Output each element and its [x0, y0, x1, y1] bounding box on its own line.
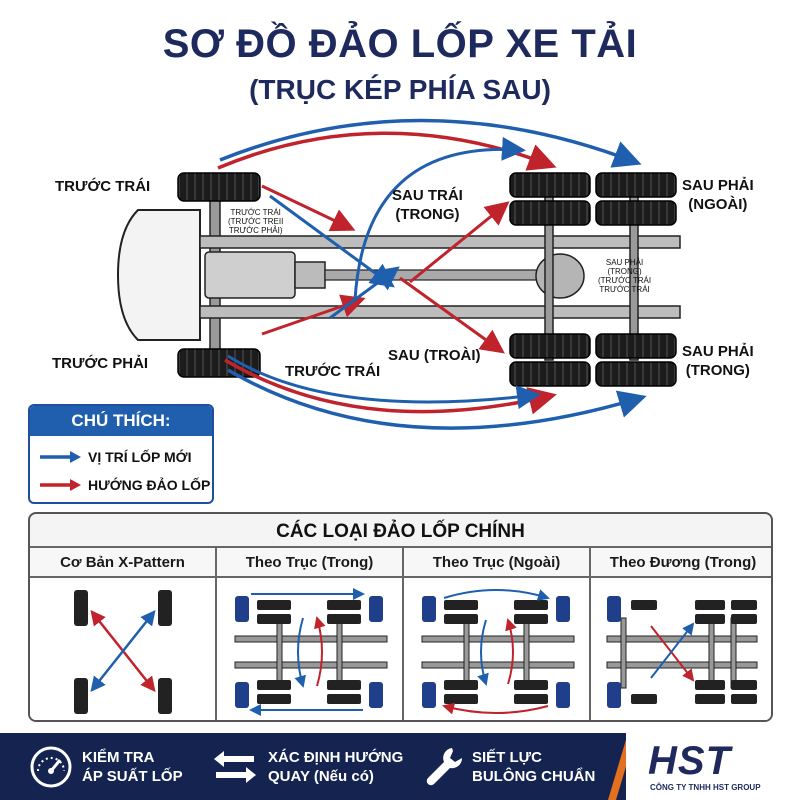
footer-item-check-pressure: KIỂM TRA ÁP SUẤT LỐP: [28, 733, 183, 800]
legend-item-new-position: VỊ TRÍ LỐP MỚI: [38, 446, 191, 468]
page-subtitle: (TRỤC KÉP PHÍA SAU): [249, 74, 551, 105]
company-name: CÔNG TY TNHH HST GROUP: [650, 783, 761, 792]
rotation-type-label: Theo Đương (Trong): [591, 548, 771, 578]
legend-label: HƯỚNG ĐẢO LỐP: [88, 477, 211, 493]
arrow-blue-cross-1: [269, 194, 395, 288]
arrow-blue-top: [219, 118, 642, 168]
arrow-red-cross-2: [409, 201, 510, 284]
legend-label: VỊ TRÍ LỐP MỚI: [88, 449, 192, 465]
tire-rear-top-4: [595, 200, 677, 226]
red-arrow-icon: [40, 479, 81, 491]
tire-rear-bottom-3: [595, 333, 677, 359]
tire-rear-bottom-4: [595, 361, 677, 387]
frame-rail-top: [199, 235, 681, 249]
gauge-icon: [30, 746, 72, 787]
rotation-type-label: Theo Trục (Ngoài): [404, 548, 589, 578]
tire-rear-top-3: [595, 172, 677, 198]
tire-rear-bottom-2: [509, 361, 591, 387]
label-rear-right-inner: SAU PHẢI (TRONG): [682, 343, 754, 379]
rotation-type-axle-inner: Theo Trục (Trong): [217, 548, 404, 720]
arrow-blue-cross-2: [329, 266, 400, 320]
swap-arrows-icon: [214, 750, 256, 783]
rotation-type-axle-outer: Theo Trục (Ngoài): [404, 548, 591, 720]
engine-block: [204, 251, 296, 299]
footer-item-rotation-direction: XÁC ĐỊNH HƯỚNG QUAY (Nếu có): [210, 733, 403, 800]
rotation-type-path-inner: Theo Đương (Trong): [591, 548, 771, 720]
label-small-rear-right: SAU PHẢI (TRONG) (TRƯỚC TRÁI TRƯỚC TRÁI: [598, 258, 652, 294]
wrench-icon: [426, 747, 463, 785]
rotation-type-label: Theo Trục (Trong): [217, 548, 402, 578]
blue-arrow-icon: [40, 451, 81, 463]
rotation-types-panel: CÁC LOẠI ĐẢO LỐP CHÍNH Cơ Bản X-Pattern …: [28, 512, 773, 722]
arrow-blue-bottom-inner: [227, 354, 541, 410]
arrow-red-bottom: [224, 358, 557, 415]
footer-label: XÁC ĐỊNH HƯỚNG QUAY (Nếu có): [268, 748, 404, 785]
arrow-red-cross-1: [261, 184, 356, 232]
path-inner-diagram: [606, 596, 758, 708]
legend: CHÚ THÍCH: VỊ TRÍ LỐP MỚI HƯỚNG ĐẢO LỐP: [28, 404, 214, 504]
rotation-type-x-pattern: Cơ Bản X-Pattern: [30, 548, 217, 720]
footer-item-torque-bolts: SIẾT LỰC BULÔNG CHUẨN: [424, 733, 595, 800]
arrow-blue-bottom: [227, 368, 647, 430]
x-pattern-diagram: [74, 590, 172, 714]
axle-inner-diagram: [234, 588, 388, 716]
legend-title: CHÚ THÍCH:: [30, 406, 212, 436]
page-title: SƠ ĐỒ ĐẢO LỐP XE TẢI: [162, 22, 638, 66]
label-rear-right-outer: SAU PHẢI (NGOÀI): [682, 177, 754, 213]
legend-item-rotation-direction: HƯỚNG ĐẢO LỐP: [38, 474, 210, 496]
rotation-types-title: CÁC LOẠI ĐẢO LỐP CHÍNH: [30, 514, 771, 548]
arrow-red-cross-3: [399, 276, 505, 354]
rotation-type-label: Cơ Bản X-Pattern: [30, 548, 215, 578]
cab-shape: [116, 209, 201, 341]
label-front-left: TRƯỚC TRÁI: [55, 178, 151, 195]
footer-bar: KIỂM TRA ÁP SUẤT LỐP XÁC ĐỊNH HƯỚNG QUAY…: [0, 733, 800, 800]
tire-front-left: [177, 172, 261, 202]
label-rear-left-inner: SAU TRÁI (TRONG): [392, 187, 463, 223]
footer-label: SIẾT LỰC BULÔNG CHUẨN: [472, 748, 596, 785]
logo-text: HST: [648, 739, 731, 783]
truck-chassis-diagram: [116, 118, 681, 430]
axle-outer-diagram: [421, 589, 575, 715]
footer-label: KIỂM TRA ÁP SUẤT LỐP: [82, 748, 183, 785]
tire-rear-top-1: [509, 172, 591, 198]
arrow-red-cross-4: [261, 294, 366, 336]
label-small-front-left: TRƯỚC TRÁI (TRƯỚC TREII TRƯỚC PHẢI): [228, 208, 284, 235]
differential: [535, 253, 585, 299]
label-rear-outer: SAU (TROÀI): [388, 347, 481, 364]
gearbox: [294, 261, 326, 289]
company-logo: HST CÔNG TY TNHH HST GROUP: [626, 733, 800, 800]
label-front-right: TRƯỚC PHẢI: [52, 355, 149, 372]
label-front-left-bottom: TRƯỚC TRÁI: [285, 363, 381, 380]
tire-rear-top-2: [509, 200, 591, 226]
arrow-blue-loop: [353, 136, 526, 301]
tire-rear-bottom-1: [509, 333, 591, 359]
